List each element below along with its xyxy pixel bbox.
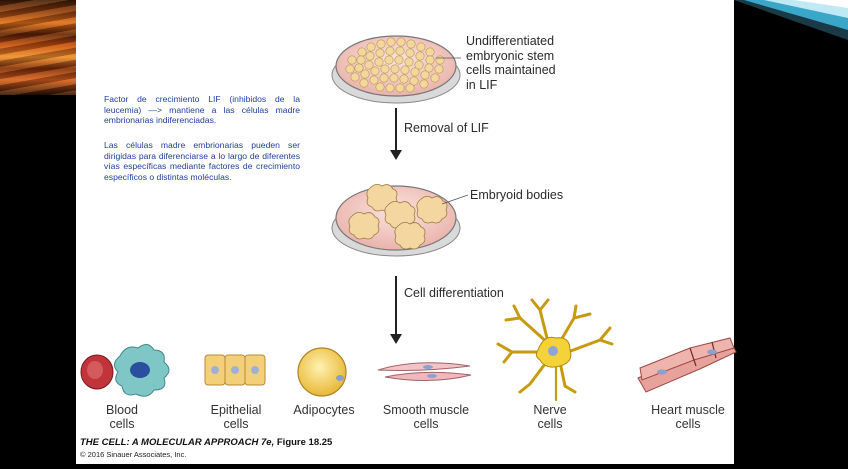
cell-type-line: Heart muscle xyxy=(651,403,725,417)
paragraph-differentiation: Las células madre embrionarias pueden se… xyxy=(104,140,300,182)
arrow-removal xyxy=(390,108,402,160)
cell-type-line: cells xyxy=(413,417,439,431)
cell-type-line: Adipocytes xyxy=(293,403,355,417)
right-decoration xyxy=(734,0,848,40)
arrow-differentiation xyxy=(390,276,402,344)
stem-cells-label-line: cells maintained xyxy=(466,63,556,77)
stem-cells-label-line: embryonic stem xyxy=(466,48,555,63)
credit-figure-number: Figure 18.25 xyxy=(276,437,333,448)
stem-cells-label: Undifferentiated embryonic stem cells ma… xyxy=(466,34,556,92)
smooth-muscle-illustration xyxy=(377,362,472,382)
credit-book-title: THE CELL: A MOLECULAR APPROACH 7e, xyxy=(80,437,275,448)
embryoid-label: Embryoid bodies xyxy=(470,188,564,202)
blood-cells-illustration xyxy=(80,344,170,397)
cell-type-line: cells xyxy=(109,417,135,431)
cell-type-line: cells xyxy=(675,417,701,431)
cell-type-line: Blood xyxy=(106,403,138,417)
adipocyte-illustration xyxy=(297,347,347,397)
cell-type-label: Heart muscle cells xyxy=(640,403,736,431)
cell-type-label: Nerve cells xyxy=(520,403,580,431)
removal-label: Removal of LIF xyxy=(404,121,489,135)
cell-type-label: Adipocytes xyxy=(286,403,362,417)
stem-cell-dish xyxy=(331,35,461,104)
left-decoration xyxy=(0,0,76,95)
epithelial-cells-illustration xyxy=(204,354,266,386)
heart-muscle-illustration xyxy=(637,337,737,393)
cell-type-label: Epithelial cells xyxy=(200,403,272,431)
differentiation-label: Cell differentiation xyxy=(404,286,504,300)
copyright-text: © 2016 Sinauer Associates, Inc. xyxy=(80,450,187,459)
paragraph-lif: Factor de crecimiento LIF (inhibidos de … xyxy=(104,94,300,126)
embryoid-dish xyxy=(331,184,461,257)
stem-cells-label-line: Undifferentiated xyxy=(466,34,555,48)
cell-type-line: Smooth muscle xyxy=(382,403,470,417)
cell-type-line: cells xyxy=(223,417,249,431)
stem-cells-label-line: in LIF xyxy=(466,77,498,92)
cell-type-label: Blood cells xyxy=(92,403,152,431)
figure-credit: THE CELL: A MOLECULAR APPROACH 7e, Figur… xyxy=(80,437,332,448)
nerve-cell-body xyxy=(535,336,572,368)
cell-type-line: Epithelial xyxy=(210,403,262,417)
cell-type-line: cells xyxy=(537,417,563,431)
cell-type-label: Smooth muscle cells xyxy=(378,403,474,431)
nerve-cell-illustration xyxy=(496,298,614,402)
cell-type-line: Nerve xyxy=(533,403,567,417)
